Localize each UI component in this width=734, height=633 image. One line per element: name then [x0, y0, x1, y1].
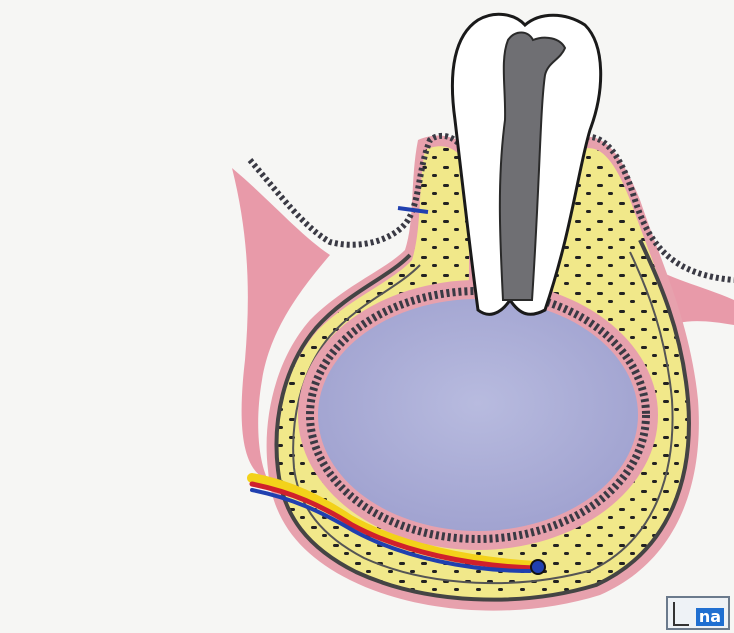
- logo-mark-icon: [673, 602, 689, 626]
- logo-text: na: [696, 608, 724, 626]
- cyst-lumen: [318, 299, 638, 531]
- publisher-logo: na: [666, 596, 730, 630]
- nerve-end: [531, 560, 545, 574]
